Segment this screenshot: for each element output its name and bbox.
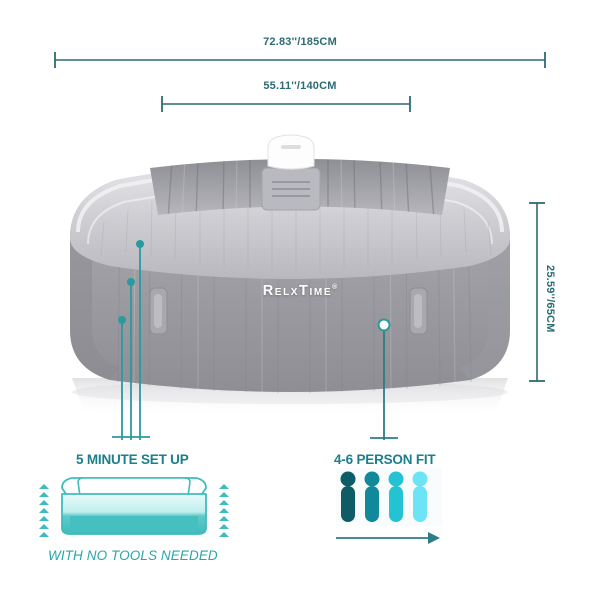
person-figure-4 — [412, 471, 428, 522]
registered-mark: ® — [332, 284, 338, 292]
person-figure-2 — [364, 471, 380, 522]
person-figure-3 — [388, 471, 404, 522]
vent-slats — [272, 181, 310, 197]
capacity-arrow — [336, 532, 440, 544]
tub-handle-right — [409, 287, 428, 335]
feature-subtitle-setup: WITH NO TOOLS NEEDED — [48, 548, 218, 563]
dimension-line-width — [54, 52, 546, 68]
dimension-line-inner-width — [161, 96, 411, 112]
chevrons-left — [39, 484, 49, 537]
chevrons-right — [219, 484, 229, 537]
person-figures-icon — [336, 468, 442, 544]
dimension-line-height — [529, 202, 545, 382]
brand-name: RelxTime — [262, 283, 333, 299]
dimension-label-width: 72.83''/185CM — [263, 36, 337, 48]
hot-tub-product-image — [70, 134, 510, 418]
callout-leader-capacity — [370, 318, 398, 440]
tub-handle-left — [149, 287, 168, 335]
dimension-label-inner-width: 55.11''/140CM — [263, 80, 337, 92]
callout-leaders-setup — [112, 240, 150, 440]
control-pod — [267, 134, 315, 170]
brand-logo: RelxTime® — [0, 283, 600, 299]
control-pod-button[interactable] — [281, 145, 301, 149]
feature-title-capacity: 4-6 PERSON FIT — [334, 452, 436, 467]
feature-title-setup: 5 MINUTE SET UP — [76, 452, 189, 467]
person-figure-1 — [340, 471, 356, 522]
inflating-tub-icon — [39, 477, 229, 537]
